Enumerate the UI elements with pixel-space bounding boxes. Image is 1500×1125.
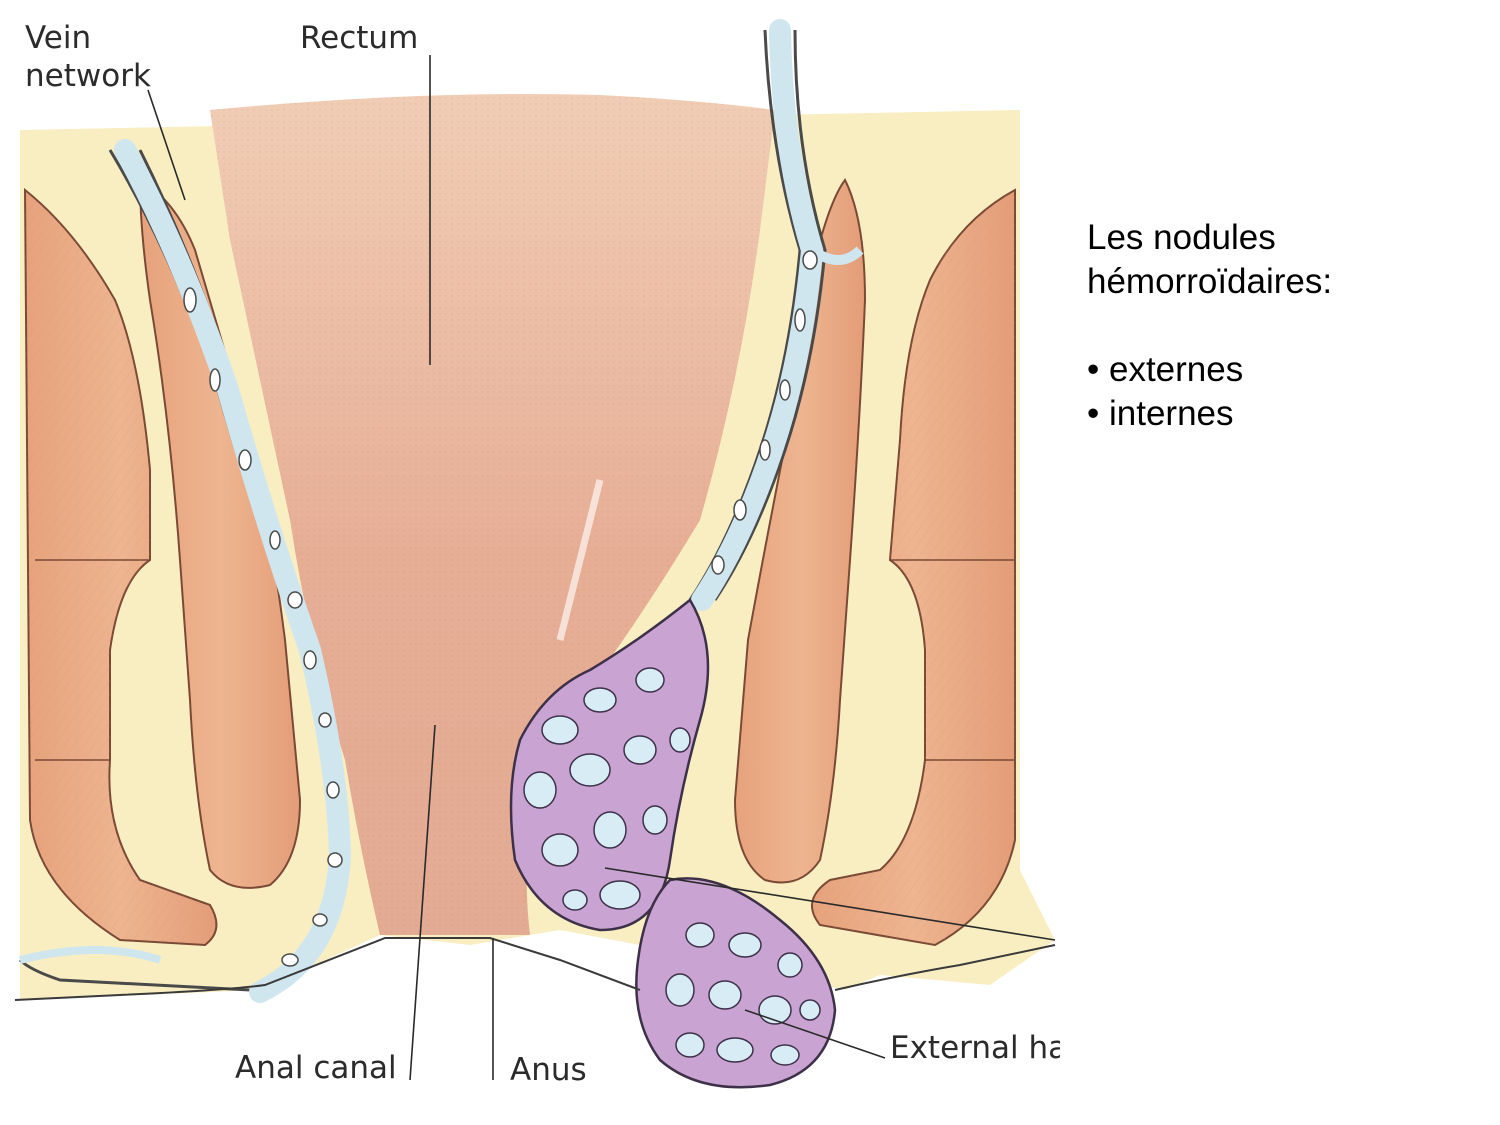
external-sphincter-right bbox=[811, 188, 1016, 947]
leader-internal-hemorrhoid bbox=[604, 867, 1056, 941]
side-title-line2: hémorroïdaires: bbox=[1087, 262, 1333, 301]
spacer bbox=[1087, 304, 1487, 348]
label-anus: Anus bbox=[510, 1052, 587, 1088]
external-hemorrhoid bbox=[635, 877, 837, 1089]
leader-external-hemorrhoid bbox=[744, 1009, 886, 1059]
external-sphincter-left bbox=[23, 187, 218, 947]
rectum-lumen bbox=[210, 94, 775, 935]
label-rectum: Rectum bbox=[300, 20, 418, 56]
leader-anal-canal bbox=[409, 724, 436, 1081]
bullet-externes: • externes bbox=[1087, 350, 1244, 389]
leader-vein-network bbox=[147, 89, 186, 201]
internal-hemorrhoid bbox=[509, 598, 710, 932]
label-external-hemorrhoid: External ha bbox=[890, 1030, 1060, 1066]
side-title-line1: Les nodules bbox=[1087, 218, 1276, 257]
skin-outline bbox=[14, 937, 1056, 1001]
vein-network-left bbox=[18, 139, 352, 1003]
label-anal-canal: Anal canal bbox=[235, 1050, 397, 1086]
anatomical-illustration: Vein network Rectum Anal canal Anus Exte… bbox=[14, 19, 1060, 1089]
diagram-labels: Vein network Rectum Anal canal Anus Exte… bbox=[25, 20, 1060, 1088]
label-vein-network-line1: Vein bbox=[25, 20, 91, 56]
label-vein-network-line2: network bbox=[25, 58, 151, 94]
side-text-block: Les nodules hémorroïdaires: • externes •… bbox=[1087, 216, 1487, 436]
bullet-internes: • internes bbox=[1087, 394, 1234, 433]
leader-lines bbox=[147, 55, 1056, 1081]
vein-network-right bbox=[688, 19, 864, 611]
